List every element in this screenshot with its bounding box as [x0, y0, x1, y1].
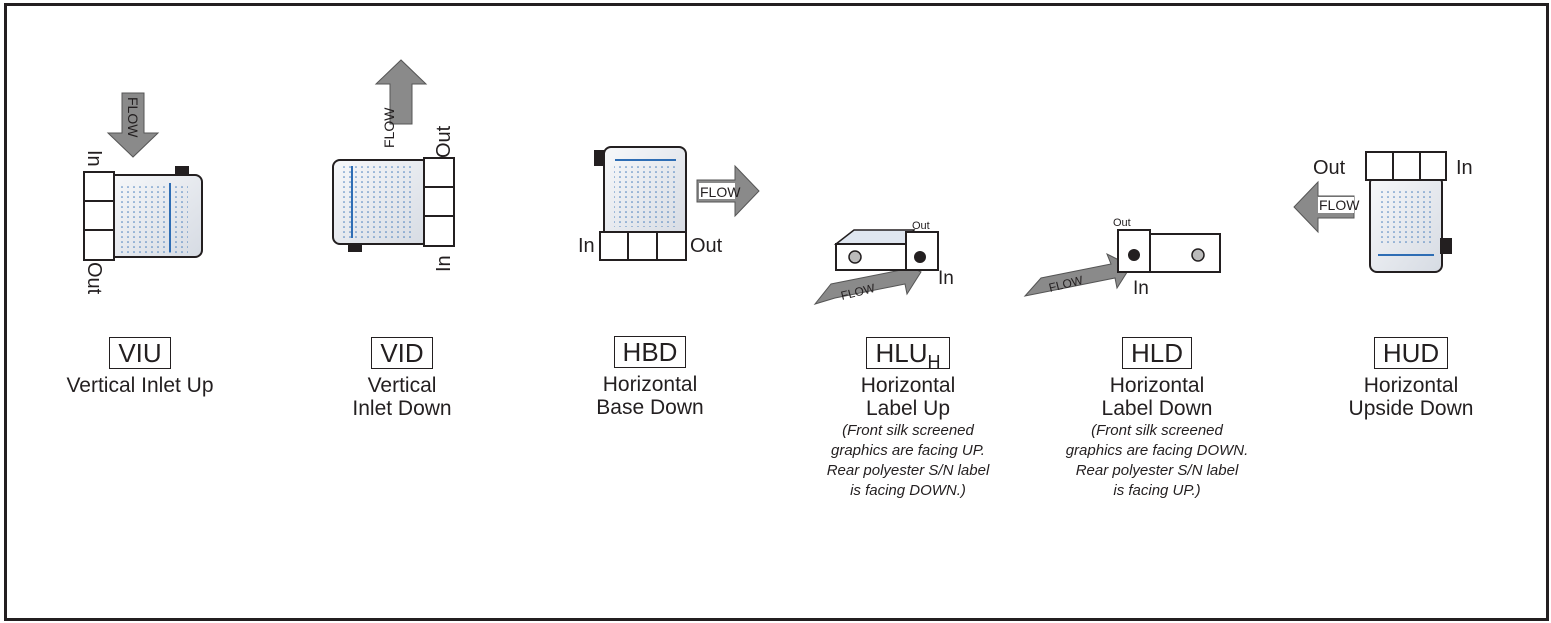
svg-text:FLOW: FLOW: [1319, 197, 1360, 213]
hud-code: HUD: [1373, 337, 1449, 369]
hld-in-label: In: [1133, 278, 1149, 299]
viu-caption: VIU Vertical Inlet Up: [60, 337, 220, 397]
hlu-device: FLOW Out In: [813, 220, 954, 305]
hld-label-line2: Label Down: [1101, 397, 1213, 420]
hld-device: FLOW Out In: [1023, 217, 1221, 299]
hlu-out-label: Out: [912, 220, 930, 232]
hld-label-line1: Horizontal: [1109, 374, 1205, 397]
hlu-note-line4: is facing DOWN.): [850, 482, 966, 499]
hlu-code: HLUH: [866, 337, 950, 372]
hlu-label-line2: Label Up: [865, 397, 951, 420]
vid-out-label: Out: [433, 125, 455, 158]
vid-code: VID: [371, 337, 433, 369]
hud-caption: HUD Horizontal Upside Down: [1331, 337, 1491, 420]
vid-label-line2: Inlet Down: [352, 397, 452, 420]
svg-text:FLOW: FLOW: [125, 97, 141, 138]
hlu-note-line2: graphics are facing UP.: [831, 442, 985, 459]
hlu-code-subscript: H: [927, 352, 941, 372]
hud-device: Out In FLOW: [1293, 151, 1473, 273]
svg-text:FLOW: FLOW: [700, 184, 741, 200]
hbd-device: In Out FLOW: [578, 146, 760, 261]
hlu-flow-arrow: [813, 258, 922, 305]
viu-flow-arrow: [106, 92, 160, 158]
hld-note-line4: is facing UP.): [1113, 482, 1201, 499]
vid-label-line1: Vertical: [367, 374, 437, 397]
hud-label-line2: Upside Down: [1348, 397, 1474, 420]
hud-label-line1: Horizontal: [1363, 374, 1459, 397]
hld-out-label: Out: [1113, 217, 1131, 229]
hlu-note-line3: Rear polyester S/N label: [826, 462, 990, 479]
vid-in-label: In: [433, 255, 455, 272]
hlu-label-line1: Horizontal: [860, 374, 956, 397]
hld-note-line1: (Front silk screened: [1091, 422, 1223, 439]
hbd-in-label: In: [578, 235, 595, 257]
svg-text:FLOW: FLOW: [381, 107, 397, 148]
hld-note-line2: graphics are facing DOWN.: [1065, 442, 1249, 459]
vid-flow-arrow: [374, 59, 428, 125]
viu-device: FLOW In Out: [83, 92, 203, 295]
hlu-note-line1: (Front silk screened: [842, 422, 974, 439]
diagram-frame: [4, 3, 1549, 621]
viu-in-label: In: [83, 150, 105, 167]
hud-out-label: Out: [1313, 157, 1346, 179]
hbd-out-label: Out: [690, 235, 723, 257]
hlu-in-label: In: [938, 268, 954, 289]
hud-in-label: In: [1456, 157, 1473, 179]
hld-code: HLD: [1121, 337, 1192, 369]
viu-label-line1: Vertical Inlet Up: [66, 374, 214, 397]
hbd-code: HBD: [613, 336, 687, 368]
hbd-label-line1: Horizontal: [602, 373, 698, 396]
hld-note-line3: Rear polyester S/N label: [1075, 462, 1239, 479]
vid-caption: VID Vertical Inlet Down: [322, 337, 482, 420]
hlu-caption: HLUH Horizontal Label Up (Front silk scr…: [808, 337, 1008, 500]
hbd-label-line2: Base Down: [596, 396, 704, 419]
viu-out-label: Out: [83, 262, 105, 295]
hld-caption: HLD Horizontal Label Down (Front silk sc…: [1052, 337, 1262, 500]
viu-code: VIU: [109, 337, 171, 369]
hbd-caption: HBD Horizontal Base Down: [570, 336, 730, 419]
vid-device: FLOW Out In: [332, 59, 455, 272]
